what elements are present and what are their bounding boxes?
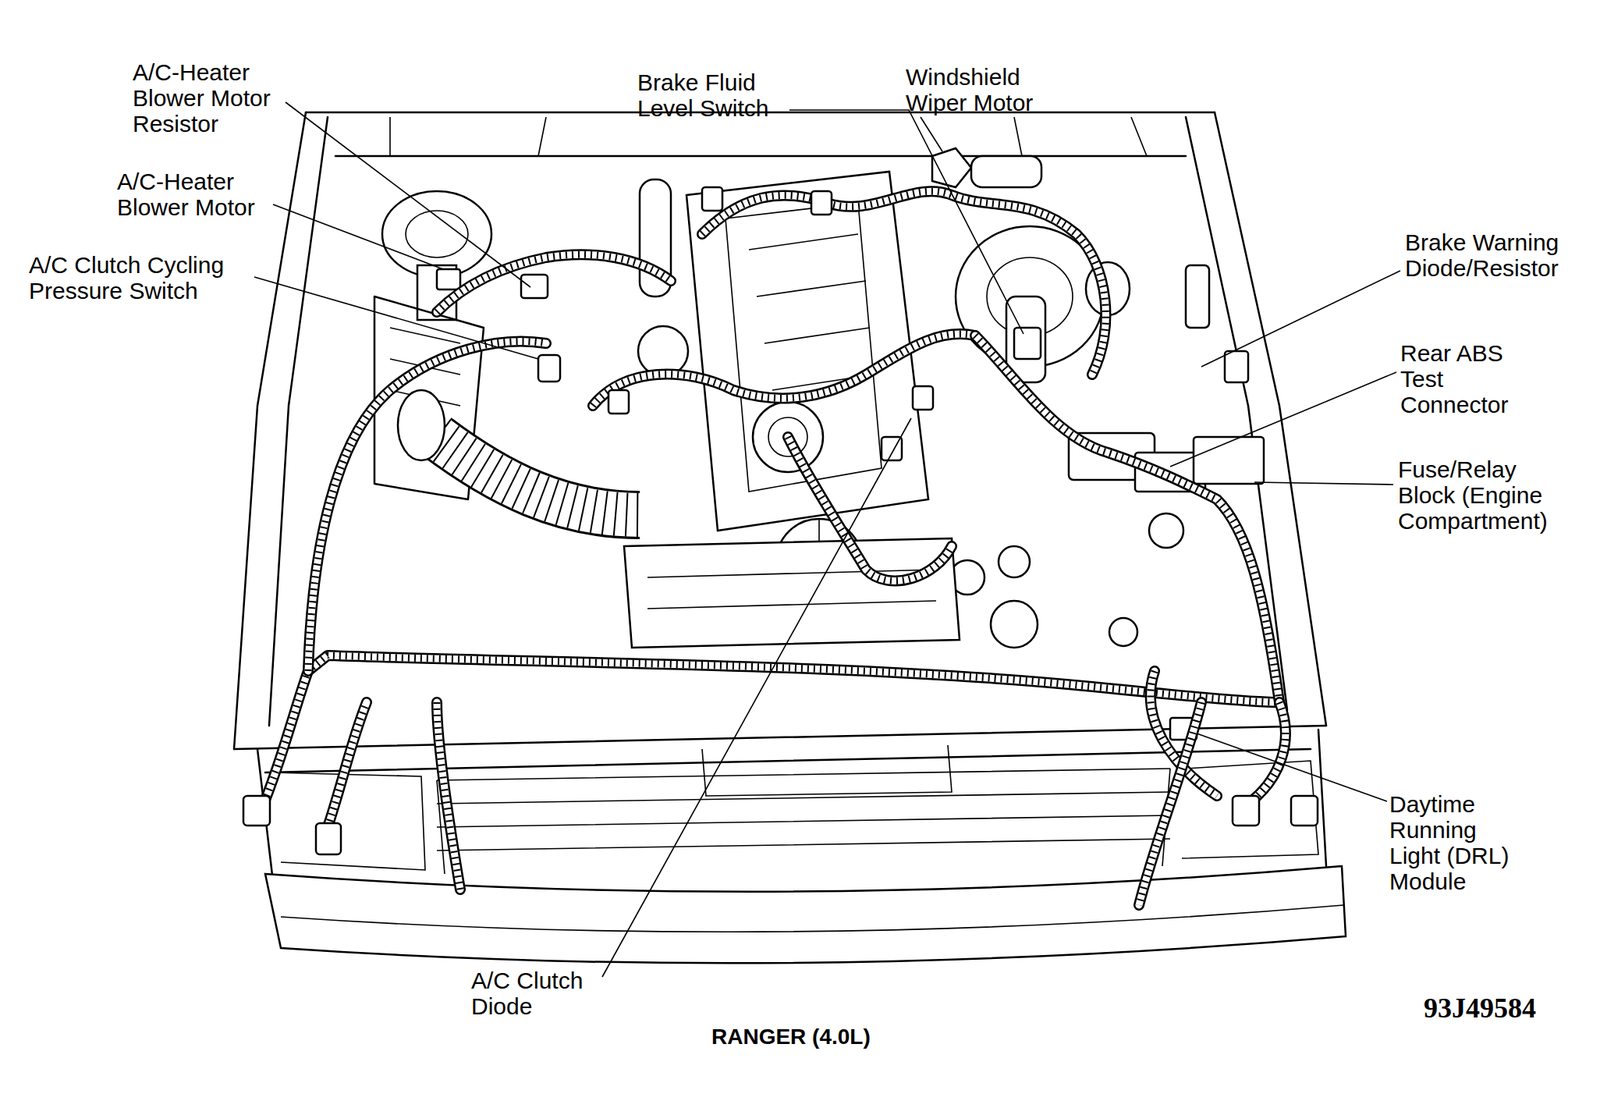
callout-label: A/C-Heater Blower Motor Resistor — [132, 59, 274, 137]
callout-label: Rear ABS Test Connector — [1400, 340, 1512, 418]
callout-label: Fuse/Relay Block (Engine Compartment) — [1397, 456, 1551, 534]
callout-label: Daytime Running Light (DRL) Module — [1389, 791, 1512, 895]
figure-caption: RANGER (4.0L) — [711, 1024, 871, 1050]
callout-label: A/C Clutch Cycling Pressure Switch — [28, 251, 228, 304]
callout-label: A/C Clutch Diode — [471, 967, 586, 1019]
callout-label: Brake Warning Diode/Resistor — [1404, 229, 1562, 281]
callout-label: A/C-Heater Blower Motor — [117, 168, 258, 220]
callout-label: Windshield Wiper Motor — [905, 63, 1036, 116]
figure-code: 93J49584 — [1423, 991, 1537, 1025]
callout-label: Brake Fluid Level Switch — [637, 69, 772, 121]
